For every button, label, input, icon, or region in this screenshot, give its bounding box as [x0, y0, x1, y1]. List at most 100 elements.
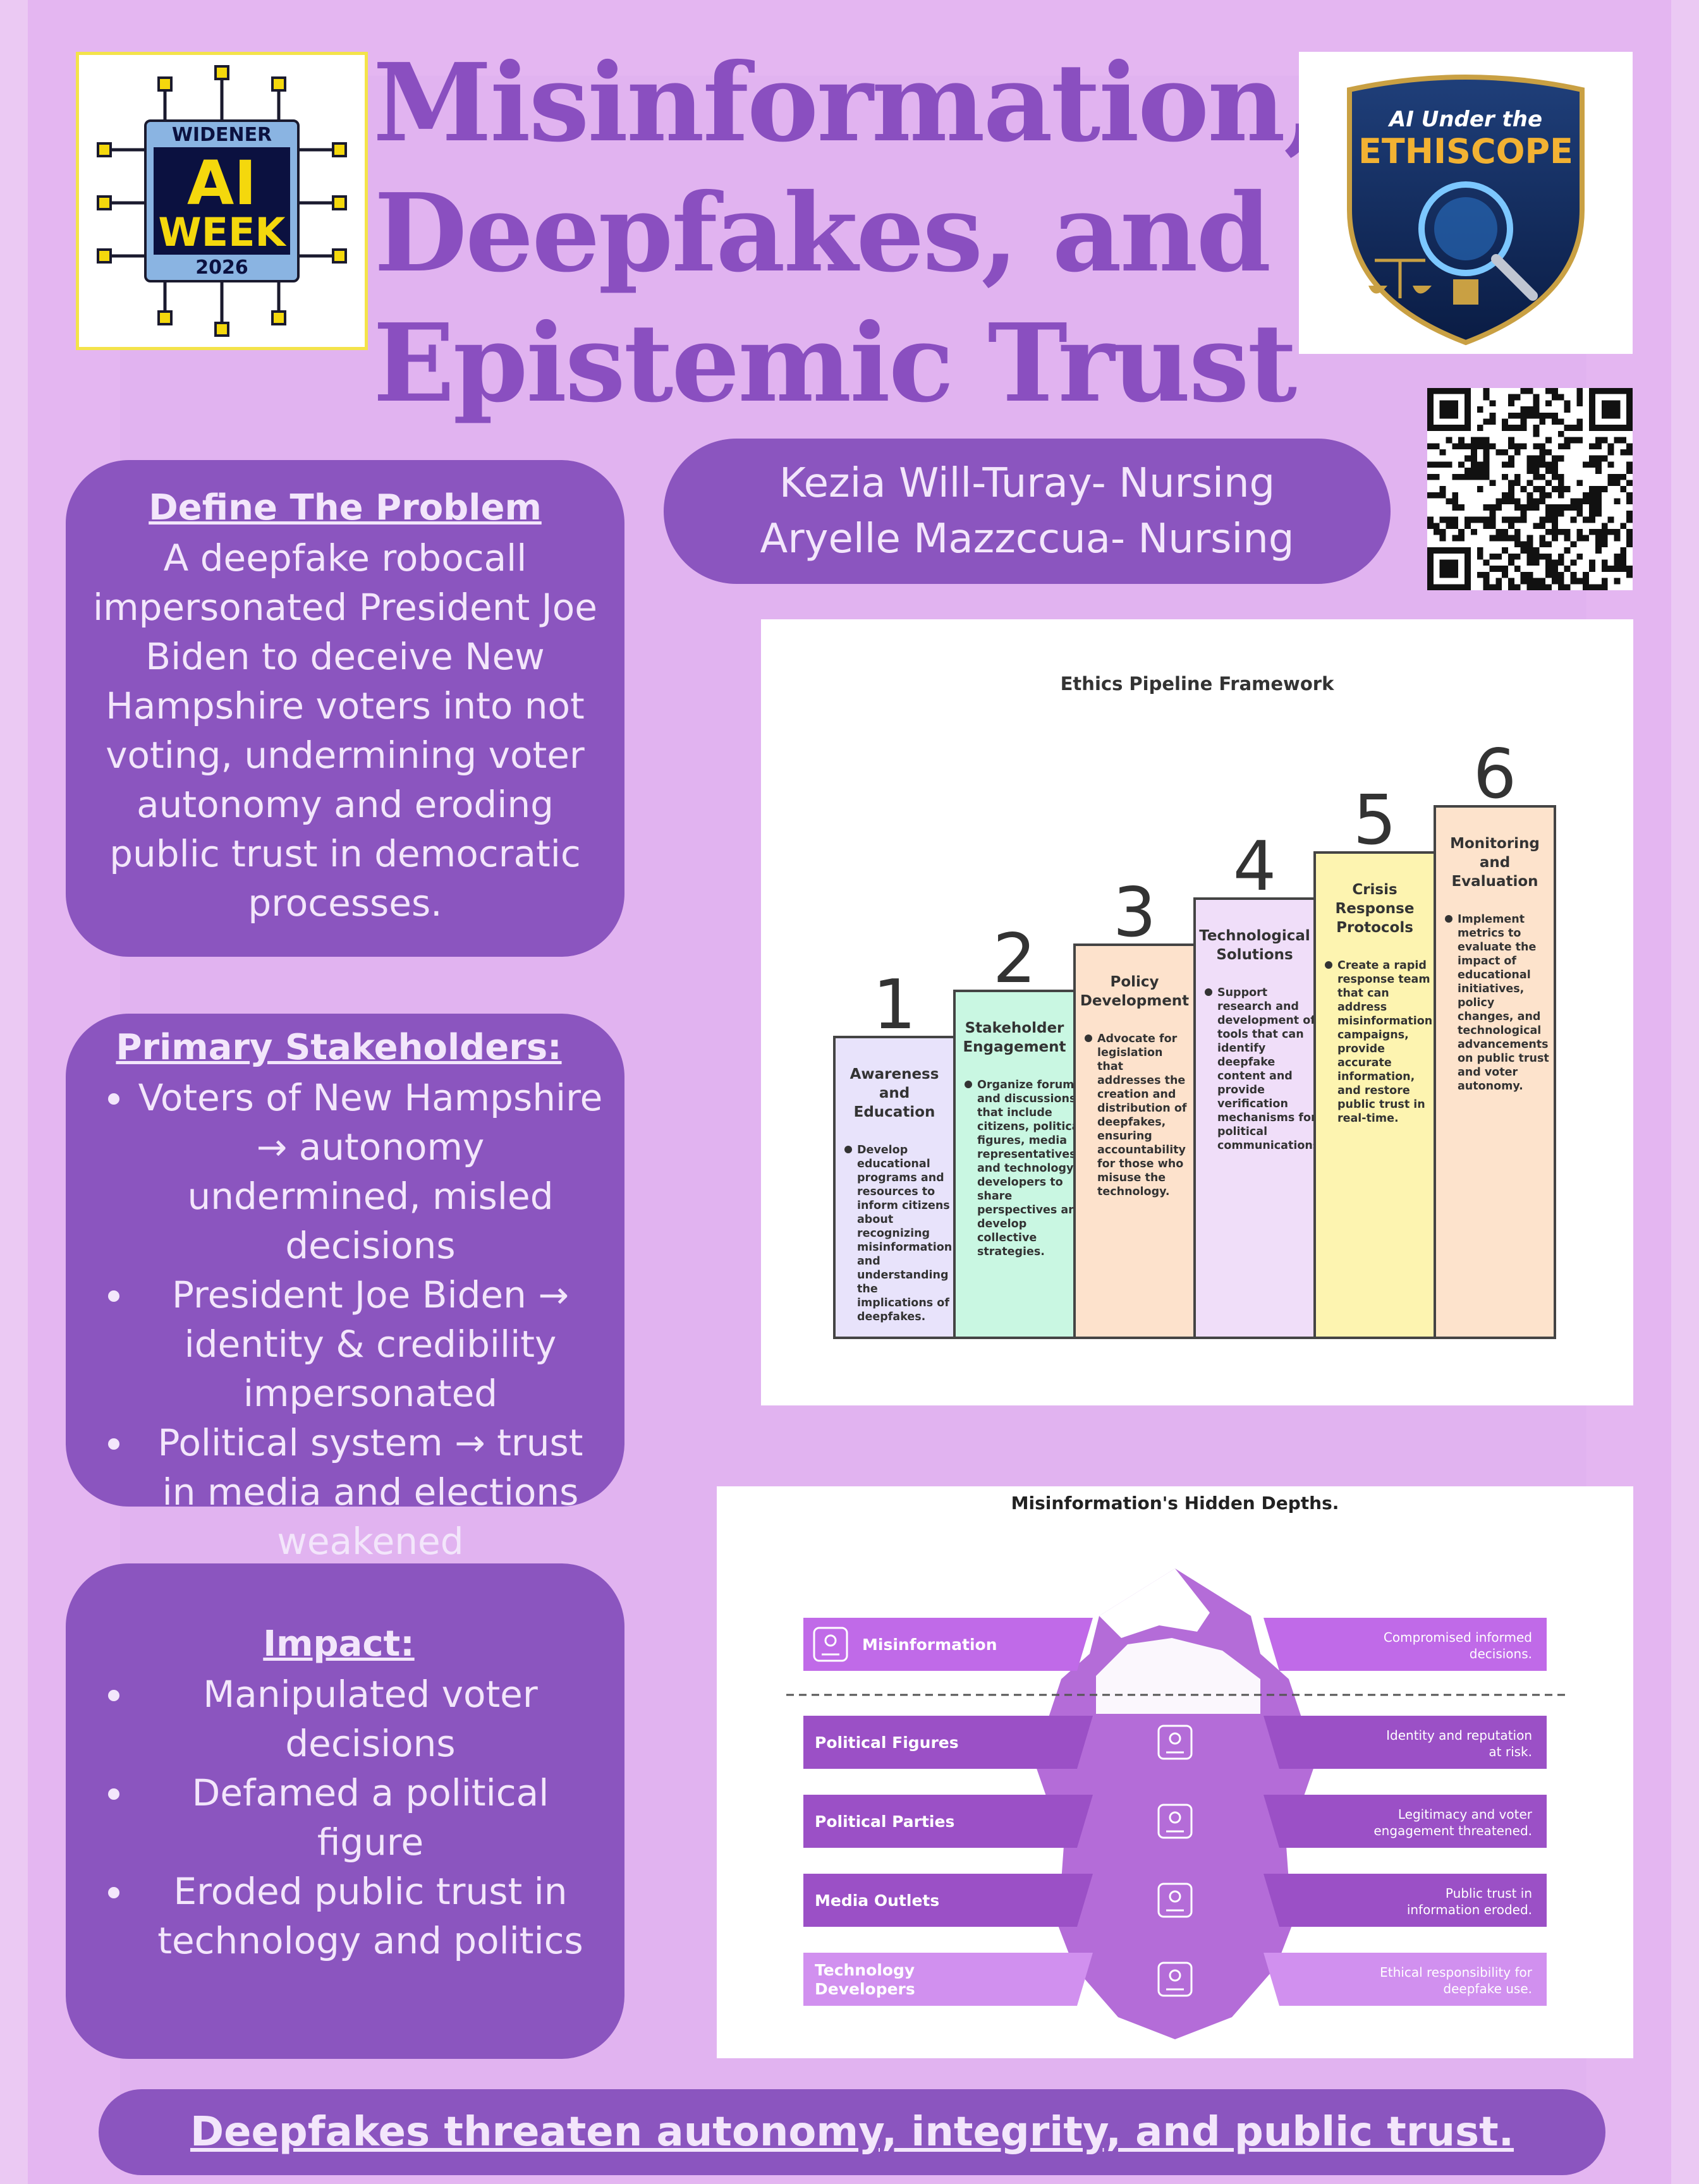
- iceberg-row-desc: Legitimacy and voter: [1398, 1807, 1533, 1822]
- iceberg-tip: [1099, 1568, 1210, 1638]
- iceberg-row: Political Figures Identity and reputation…: [803, 1716, 1547, 1769]
- pipeline-step-text: Develop: [857, 1144, 908, 1156]
- bullet-icon: [844, 1146, 852, 1153]
- pipeline-step-title: Protocols: [1336, 919, 1413, 936]
- pipeline-step-text: response team: [1337, 973, 1430, 986]
- stakeholders-panel: Primary Stakeholders: Voters of New Hamp…: [66, 1014, 624, 1563]
- iceberg-row-label: Misinformation: [862, 1635, 997, 1654]
- footer-text: Deepfakes threaten autonomy, integrity, …: [190, 2109, 1514, 2156]
- pipeline-step-text: programs and: [857, 1172, 944, 1184]
- logo-week-text: WEEK: [158, 209, 286, 255]
- pipeline-step-text: development of: [1217, 1014, 1315, 1027]
- pipeline-step-text: identify: [1217, 1042, 1266, 1055]
- pipeline-step-box: [833, 1036, 956, 1339]
- pipeline-step-title: Awareness: [850, 1066, 939, 1083]
- pipeline-step-text: accountability: [1097, 1144, 1186, 1156]
- logo-year-text: 2026: [195, 257, 248, 279]
- pipeline-step-text: deepfakes.: [857, 1311, 925, 1323]
- list-item: Manipulated voter decisions: [135, 1670, 606, 1768]
- iceberg-row: Misinformation Compromised informeddecisi…: [803, 1618, 1547, 1671]
- pipeline-step-text: and restore: [1337, 1084, 1410, 1097]
- title-line-3: Epistemic Trust: [373, 300, 1297, 427]
- pipeline-step-text: perspectives and: [977, 1204, 1084, 1216]
- warning-people-icon: [813, 1627, 848, 1662]
- iceberg-row-label: Media Outlets: [815, 1891, 939, 1910]
- pipeline-step-title: Stakeholder: [965, 1020, 1064, 1036]
- iceberg-row-right-band: [1264, 1716, 1547, 1769]
- pipeline-step-text: misuse the: [1097, 1172, 1166, 1184]
- impact-panel: Impact: Manipulated voter decisions Defa…: [66, 1563, 624, 2059]
- pipeline-step-text: and discussions: [977, 1093, 1076, 1105]
- pipeline-step-text: figures, media: [977, 1134, 1067, 1147]
- pipeline-step-text: mechanisms for: [1217, 1112, 1317, 1124]
- poster-title: Misinformation, Deepfakes, and Epistemic…: [373, 38, 1321, 428]
- pipeline-step-title: Monitoring: [1450, 835, 1540, 852]
- iceberg-row-left-band: [803, 1874, 1093, 1927]
- pipeline-step-text: collective: [977, 1232, 1037, 1244]
- pipeline-step-title: Technological: [1199, 928, 1310, 944]
- impact-heading: Impact:: [263, 1623, 415, 1665]
- pipeline-title: Ethics Pipeline Framework: [1061, 673, 1334, 695]
- widener-ai-week-logo: WIDENER AI WEEK 2026: [76, 52, 368, 350]
- pipeline-step-text: autonomy.: [1458, 1080, 1523, 1093]
- pipeline-step-title: Education: [854, 1104, 935, 1120]
- pipeline-step-text: developers to: [977, 1176, 1063, 1189]
- pipeline-step-box: [1434, 805, 1556, 1339]
- pipeline-step-number: 4: [1233, 827, 1277, 906]
- person-question-icon: [1157, 1725, 1193, 1760]
- pipeline-step-text: Advocate for: [1097, 1033, 1178, 1045]
- pipeline-step-text: real-time.: [1337, 1112, 1399, 1125]
- iceberg-row-left-band: [803, 1618, 1093, 1671]
- title-line-1: Misinformation,: [373, 40, 1321, 166]
- pipeline-step-text: advancements: [1458, 1038, 1549, 1051]
- pipeline-step-text: educational: [1458, 969, 1531, 981]
- iceberg-row-left-band: [803, 1716, 1093, 1769]
- ethiscope-logo: AI Under the ETHISCOPE: [1299, 52, 1633, 354]
- pipeline-step-text: research and: [1217, 1000, 1299, 1013]
- pipeline-step-text: citizens, political: [977, 1120, 1083, 1133]
- pipeline-step-text: deepfakes,: [1097, 1116, 1166, 1129]
- pipeline-step-text: about: [857, 1213, 893, 1226]
- pipeline-step-text: content and: [1217, 1070, 1293, 1083]
- pipeline-step-title: Development: [1080, 993, 1189, 1009]
- logo-ai-text: AI: [187, 148, 257, 219]
- bullet-icon: [1205, 988, 1212, 996]
- iceberg-row-right-band: [1264, 1874, 1547, 1927]
- iceberg-row-desc: engagement threatened.: [1373, 1823, 1532, 1838]
- qr-code[interactable]: [1427, 388, 1633, 590]
- pipeline-step-text: misinformation: [1337, 1015, 1432, 1028]
- iceberg-title: Misinformation's Hidden Depths.: [1011, 1493, 1339, 1514]
- pipeline-step-1: 1AwarenessandEducationDevelopeducational…: [833, 966, 956, 1339]
- pipeline-step-text: and voter: [1458, 1066, 1518, 1079]
- iceberg-row-label: Political Figures: [815, 1733, 959, 1752]
- pipeline-step-text: communications.: [1217, 1139, 1324, 1152]
- pipeline-step-box: [1073, 943, 1196, 1339]
- iceberg-row-desc: Compromised informed: [1384, 1630, 1532, 1645]
- pipeline-step-text: the: [857, 1283, 878, 1295]
- pipeline-step-text: for those who: [1097, 1158, 1183, 1170]
- iceberg-row-desc: Public trust in: [1446, 1886, 1532, 1901]
- pipeline-step-text: on public trust: [1458, 1052, 1549, 1065]
- iceberg-row-left-band: [803, 1953, 1093, 2006]
- iceberg-row-right-band: [1264, 1795, 1547, 1848]
- pipeline-step-title: Evaluation: [1451, 873, 1538, 890]
- pipeline-step-text: technological: [1458, 1024, 1541, 1037]
- list-item: Voters of New Hampshire → autonomy under…: [135, 1073, 606, 1270]
- pipeline-step-title: Crisis: [1352, 882, 1397, 898]
- iceberg-row-desc: Identity and reputation: [1386, 1728, 1532, 1743]
- pipeline-step-text: political: [1217, 1125, 1267, 1138]
- pipeline-step-text: information,: [1337, 1071, 1415, 1083]
- pipeline-step-text: legislation: [1097, 1046, 1162, 1059]
- iceberg-row-desc: decisions.: [1470, 1646, 1532, 1661]
- pipeline-step-text: metrics to: [1458, 927, 1521, 940]
- newspaper-icon: [1157, 1883, 1193, 1918]
- pipeline-step-text: ensuring: [1097, 1130, 1152, 1143]
- pipeline-step-text: public trust in: [1337, 1098, 1425, 1111]
